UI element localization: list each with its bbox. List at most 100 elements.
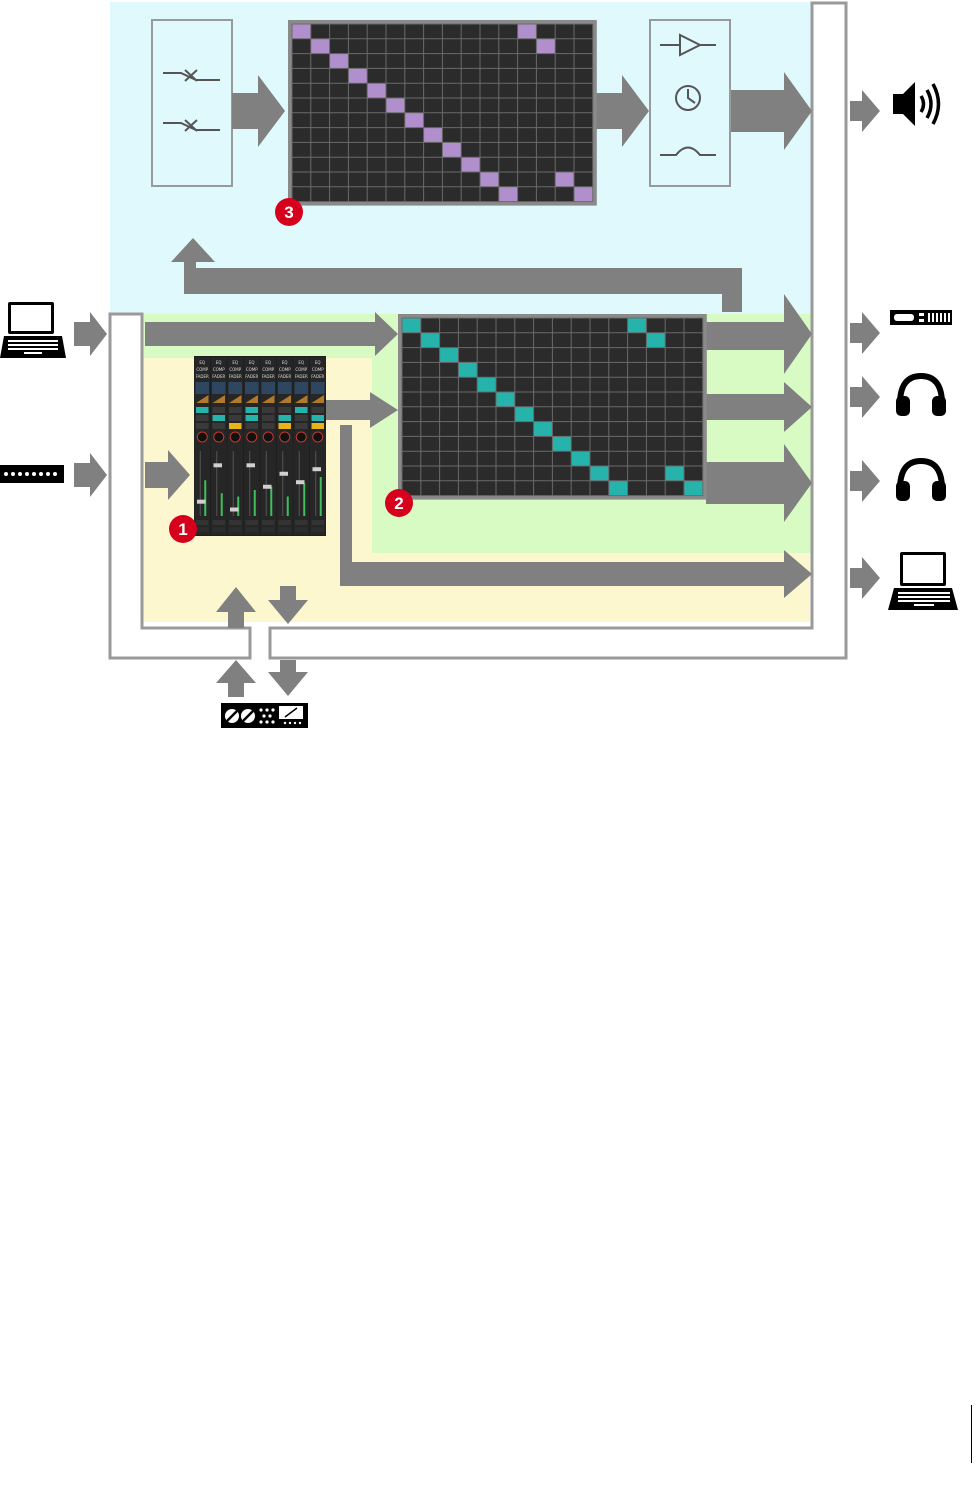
matrix-active-cell[interactable] [517, 24, 537, 39]
matrix-active-cell[interactable] [423, 127, 443, 143]
matrix-active-cell[interactable] [574, 186, 593, 202]
channel-name-field[interactable] [229, 520, 242, 525]
matrix-active-cell[interactable] [571, 451, 590, 466]
pan-knob[interactable] [295, 431, 307, 443]
arrow-bus-down-to-mixer [268, 586, 308, 624]
matrix-active-cell[interactable] [292, 24, 311, 39]
pan-knob[interactable] [246, 431, 258, 443]
channel-name-field[interactable] [311, 520, 325, 525]
pan-knob[interactable] [279, 431, 291, 443]
fader-handle[interactable] [312, 467, 322, 472]
mute-button[interactable] [196, 423, 209, 429]
matrix-active-cell[interactable] [555, 172, 574, 187]
fader-handle[interactable] [263, 484, 272, 489]
eq-label: EQ [265, 360, 271, 365]
pfl-button[interactable] [212, 407, 226, 413]
matrix-active-cell[interactable] [496, 392, 515, 407]
pfl-button[interactable] [295, 407, 308, 413]
pfl-button[interactable] [196, 407, 209, 413]
fader-handle[interactable] [279, 471, 289, 476]
matrix-active-cell[interactable] [498, 186, 518, 202]
fader-handle[interactable] [230, 507, 239, 512]
fader-handle[interactable] [213, 463, 223, 468]
adat-connector-icon [0, 465, 64, 483]
comp-label: COMP [312, 367, 324, 372]
mute-button[interactable] [245, 423, 259, 429]
eq-curve-display [195, 382, 209, 394]
matrix-active-cell[interactable] [367, 83, 386, 98]
mute-button[interactable] [278, 423, 292, 429]
matrix-active-cell[interactable] [329, 53, 349, 69]
eq-label: EQ [298, 360, 304, 365]
arrow-out-headphones-2 [850, 460, 880, 502]
pan-knob[interactable] [262, 431, 274, 443]
solo-button[interactable] [262, 415, 275, 421]
matrix-active-cell[interactable] [310, 38, 330, 54]
solo-button[interactable] [229, 415, 242, 421]
matrix-active-cell[interactable] [533, 421, 553, 437]
channel-value-field [196, 527, 209, 532]
matrix-active-cell[interactable] [684, 480, 703, 496]
mute-button[interactable] [311, 423, 325, 429]
matrix-active-cell[interactable] [552, 436, 572, 452]
pfl-button[interactable] [311, 407, 325, 413]
matrix-active-cell[interactable] [439, 347, 459, 363]
matrix-active-cell[interactable] [536, 38, 556, 54]
arrow-out-line [850, 312, 880, 354]
solo-button[interactable] [212, 415, 226, 421]
channel-name-field[interactable] [196, 520, 209, 525]
pfl-button[interactable] [262, 407, 275, 413]
pfl-button[interactable] [278, 407, 292, 413]
solo-button[interactable] [196, 415, 209, 421]
solo-button[interactable] [278, 415, 292, 421]
arrow-router-out-3 [706, 444, 812, 522]
matrix-active-cell[interactable] [458, 362, 478, 378]
matrix-active-cell[interactable] [646, 332, 666, 348]
eq-label: EQ [315, 360, 321, 365]
matrix-active-cell[interactable] [404, 112, 424, 128]
mute-button[interactable] [212, 423, 226, 429]
channel-name-field[interactable] [295, 520, 308, 525]
pan-knob[interactable] [229, 431, 241, 443]
eq-curve-display [212, 382, 226, 394]
solo-button[interactable] [245, 415, 259, 421]
mute-button[interactable] [229, 423, 242, 429]
arrow-router-out-1 [706, 294, 812, 374]
channel-name-field[interactable] [278, 520, 292, 525]
fader-label: FADER [262, 374, 275, 379]
matrix-active-cell[interactable] [461, 157, 480, 172]
matrix-active-cell[interactable] [477, 377, 496, 392]
arrow-processing-to-output [730, 72, 812, 150]
solo-button[interactable] [295, 415, 308, 421]
matrix-active-cell[interactable] [386, 98, 405, 113]
pan-knob[interactable] [312, 431, 324, 443]
matrix-active-cell[interactable] [665, 466, 684, 481]
matrix-active-cell[interactable] [608, 480, 628, 496]
mute-button[interactable] [262, 423, 275, 429]
fader-handle[interactable] [197, 499, 206, 504]
fader-handle[interactable] [296, 480, 305, 485]
badge-mixer: 1 [169, 515, 197, 543]
matrix-active-cell[interactable] [420, 332, 440, 348]
matrix-active-cell[interactable] [402, 318, 421, 333]
pan-knob[interactable] [213, 431, 225, 443]
pfl-button[interactable] [245, 407, 259, 413]
channel-name-field[interactable] [212, 520, 226, 525]
channel-name-field[interactable] [262, 520, 275, 525]
fader-handle[interactable] [246, 463, 256, 468]
pfl-button[interactable] [229, 407, 242, 413]
mute-button[interactable] [295, 423, 308, 429]
headphones-icon [896, 372, 946, 416]
comp-label: COMP [262, 367, 274, 372]
solo-button[interactable] [311, 415, 325, 421]
matrix-active-cell[interactable] [514, 406, 534, 422]
matrix-active-cell[interactable] [348, 68, 368, 84]
pan-knob[interactable] [196, 431, 208, 443]
matrix-active-cell[interactable] [442, 142, 462, 158]
comp-curve-display [295, 395, 308, 403]
matrix-active-cell[interactable] [627, 318, 647, 333]
matrix-active-cell[interactable] [480, 172, 499, 187]
channel-name-field[interactable] [245, 520, 259, 525]
matrix-active-cell[interactable] [590, 466, 609, 481]
